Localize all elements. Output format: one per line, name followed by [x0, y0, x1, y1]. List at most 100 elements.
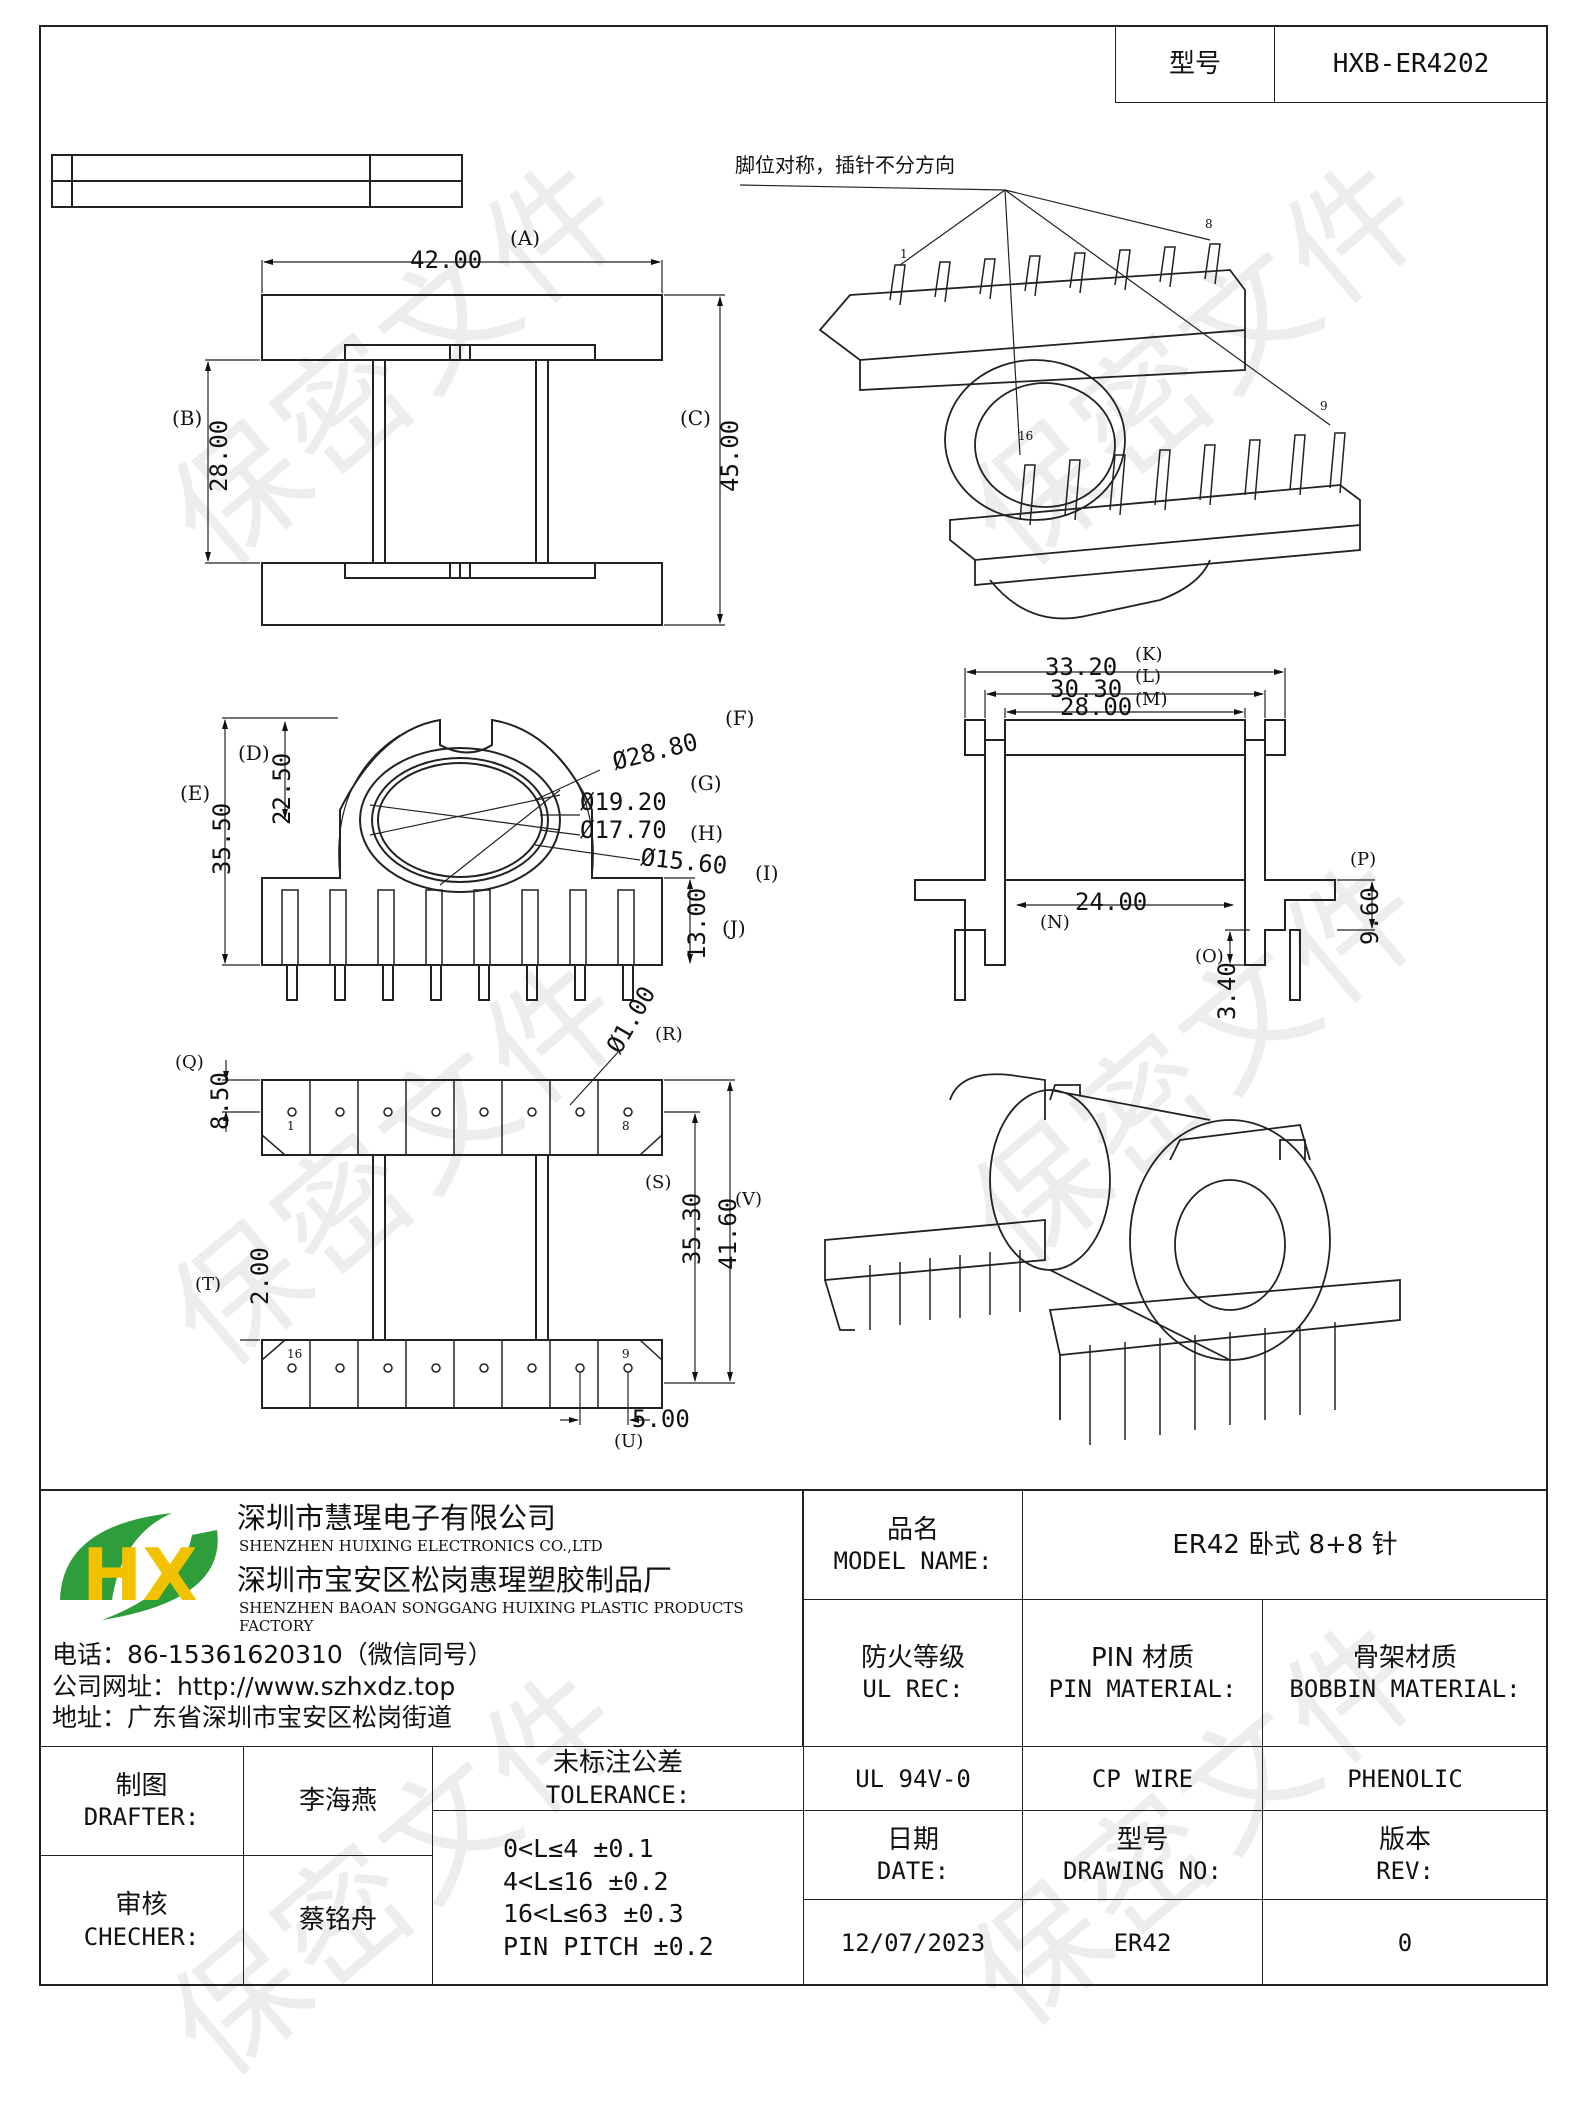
header-model-label-cell: 型号: [1115, 25, 1275, 103]
ul-label-cell: 防火等级 UL REC:: [803, 1599, 1023, 1747]
dim-H-value: Ø17.70: [580, 816, 667, 844]
rev-label-cn: 版本: [1378, 1824, 1431, 1855]
dim-S-label: (S): [645, 1172, 671, 1193]
dim-Q-label: (Q): [175, 1052, 204, 1073]
rev-value-cell: 0: [1262, 1899, 1548, 1986]
drafter-label-cn: 制图: [115, 1770, 168, 1801]
drawing-no-label-cell: 型号 DRAWING NO:: [1022, 1810, 1263, 1900]
dim-E-label: (E): [180, 781, 210, 805]
drafter-label-en: DRAFTER:: [83, 1803, 200, 1832]
model-name-label-en: MODEL NAME:: [833, 1547, 993, 1576]
model-name-label-cn: 品名: [886, 1514, 939, 1545]
iso-pin-label-16: 16: [1018, 429, 1033, 443]
pin-material-label-cell: PIN 材质 PIN MATERIAL:: [1022, 1599, 1263, 1747]
front-view: [222, 717, 695, 1001]
pin-material-value: CP WIRE: [1091, 1764, 1194, 1793]
iso-pin-label-1: 1: [900, 247, 908, 261]
checker-label-cn: 审核: [115, 1890, 168, 1921]
dim-M-value: 28.00: [1060, 693, 1132, 721]
header-model-value-cell: HXB-ER4202: [1274, 25, 1548, 103]
dim-G-label: (G): [690, 771, 722, 795]
dim-I-value: Ø15.60: [639, 843, 728, 880]
model-name-value-cell: ER42 卧式 8+8 针: [1022, 1490, 1548, 1600]
dim-U-value: 5.00: [632, 1405, 690, 1433]
checker-value: 蔡铭舟: [298, 1905, 377, 1936]
header-model-label: 型号: [1168, 48, 1221, 79]
dim-Q-value: 8.50: [206, 1072, 234, 1130]
dim-B-label: (B): [172, 406, 202, 430]
dim-O-value: 3.40: [1213, 962, 1241, 1020]
dim-K-label: (K): [1135, 644, 1163, 665]
company-logo: HX: [60, 1513, 218, 1620]
engineering-drawing: 脚位对称，插针不分方向 42.00 (A) (B) (C) 28.00 45.0…: [39, 153, 1548, 1491]
dim-H-label: (H): [690, 821, 723, 845]
tolerance-line-3: 16<L≤63 ±0.3: [503, 1899, 684, 1928]
pin-label-16: 16: [287, 1347, 302, 1361]
model-name-value: ER42 卧式 8+8 针: [1172, 1529, 1398, 1560]
ul-label-cn: 防火等级: [860, 1642, 965, 1673]
ul-label-en: UL REC:: [862, 1675, 964, 1704]
company-block-bottom-line: [39, 1746, 804, 1747]
dim-M-label: (M): [1135, 689, 1167, 710]
dim-B-value: 28.00: [205, 420, 233, 492]
dim-A-label: (A): [510, 226, 540, 250]
dim-P-label: (P): [1350, 849, 1376, 870]
checker-label-en: CHECHER:: [83, 1922, 200, 1951]
dim-J-value: 13.00: [683, 888, 711, 960]
rev-label-en: REV:: [1376, 1857, 1434, 1886]
drawing-no-value: ER42: [1113, 1928, 1172, 1957]
dim-U-label: (U): [614, 1431, 643, 1452]
checker-value-cell: 蔡铭舟: [243, 1855, 433, 1986]
dim-D-value: 22.50: [268, 753, 296, 825]
isometric-view-top: [739, 184, 1361, 620]
pin-label-8: 8: [622, 1119, 630, 1133]
header-model-value: HXB-ER4202: [1332, 48, 1490, 79]
dim-E-value: 35.50: [208, 803, 236, 875]
bobbin-material-value-cell: PHENOLIC: [1262, 1746, 1548, 1811]
company-name-en: SHENZHEN HUIXING ELECTRONICS CO.,LTD: [239, 1537, 603, 1555]
side-view: [914, 668, 1375, 1001]
date-value-cell: 12/07/2023: [803, 1899, 1023, 1986]
company-name-cn: 深圳市慧瑆电子有限公司: [237, 1501, 557, 1535]
dim-T-value: 2.00: [246, 1247, 274, 1305]
iso-pin-label-8: 8: [1205, 217, 1213, 231]
company-info: HX 深圳市慧瑆电子有限公司 SHENZHEN HUIXING ELECTRON…: [52, 1495, 802, 1745]
pin-label-1: 1: [287, 1119, 295, 1133]
iso-pin-label-9: 9: [1320, 399, 1328, 413]
checker-label-cell: 审核 CHECHER:: [39, 1855, 244, 1986]
dim-C-label: (C): [680, 406, 711, 430]
pin-label-9: 9: [622, 1347, 630, 1361]
logo-text: HX: [82, 1533, 198, 1617]
drawing-no-label-en: DRAWING NO:: [1063, 1857, 1222, 1886]
tolerance-line-4: PIN PITCH ±0.2: [503, 1931, 714, 1961]
rev-label-cell: 版本 REV:: [1262, 1810, 1548, 1900]
tolerance-label-cn: 未标注公差: [552, 1748, 683, 1779]
tolerance-line-2: 4<L≤16 ±0.2: [503, 1866, 669, 1896]
top-view: [205, 259, 725, 626]
dim-K-value: 33.20: [1045, 653, 1117, 681]
company-phone: 电话：86-15361620310（微信同号）: [52, 1640, 493, 1669]
drawing-no-label-cn: 型号: [1116, 1824, 1169, 1855]
dim-L-label: (L): [1135, 666, 1161, 687]
company-address: 地址：广东省深圳市宝安区松岗街道: [52, 1703, 453, 1732]
drawing-no-value-cell: ER42: [1022, 1899, 1263, 1986]
ul-value: UL 94V-0: [855, 1764, 971, 1793]
tolerance-line-1: 0<L≤4 ±0.1: [503, 1834, 654, 1863]
bobbin-material-value: PHENOLIC: [1347, 1764, 1463, 1793]
date-label-cell: 日期 DATE:: [803, 1810, 1023, 1900]
dim-G-value: Ø19.20: [580, 788, 667, 816]
drawing-sheet: 保密文件 保密文件 保密文件 保密文件 保密文件 保密文件 型号 HXB-ER4…: [39, 25, 1548, 2105]
factory-name-cn: 深圳市宝安区松岗惠瑆塑胶制品厂: [237, 1563, 673, 1597]
rev-value: 0: [1397, 1928, 1413, 1957]
dim-F-value: Ø28.80: [610, 728, 701, 776]
bottom-view: [222, 1049, 735, 1425]
dim-D-label: (D): [238, 741, 270, 765]
pin-material-value-cell: CP WIRE: [1022, 1746, 1263, 1811]
date-label-en: DATE:: [876, 1857, 950, 1886]
pin-material-label-en: PIN MATERIAL:: [1048, 1675, 1237, 1704]
bobbin-material-label-en: BOBBIN MATERIAL:: [1289, 1675, 1521, 1704]
company-website: 公司网址：http://www.szhxdz.top: [52, 1672, 456, 1701]
ul-value-cell: UL 94V-0: [803, 1746, 1023, 1811]
drafter-value: 李海燕: [298, 1785, 377, 1816]
dim-A-value: 42.00: [410, 246, 482, 274]
